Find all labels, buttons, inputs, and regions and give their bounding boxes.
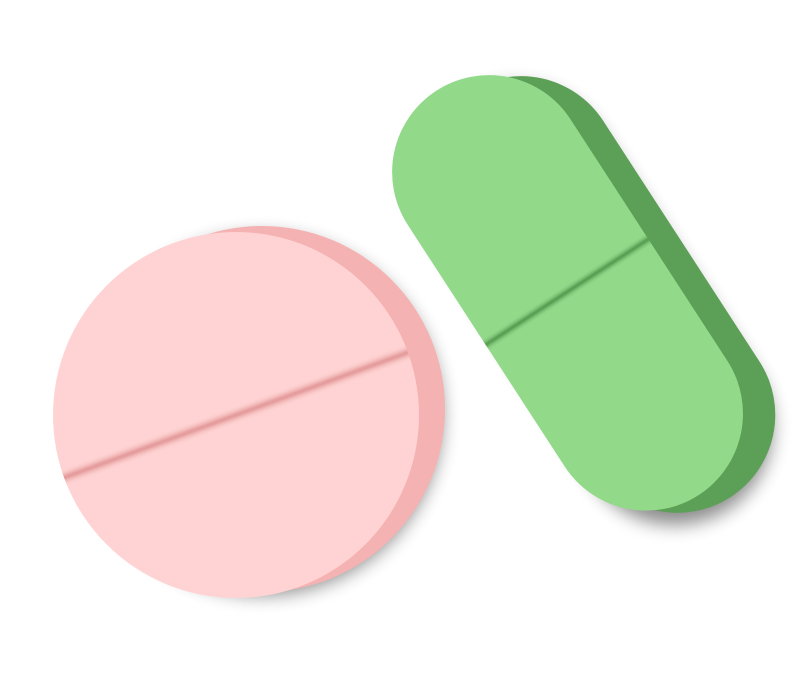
round-score-line — [53, 338, 419, 492]
capsule-top — [392, 75, 743, 511]
capsule-tablet — [392, 75, 776, 525]
capsule-score-line — [481, 233, 653, 351]
round-tablet — [53, 226, 445, 598]
